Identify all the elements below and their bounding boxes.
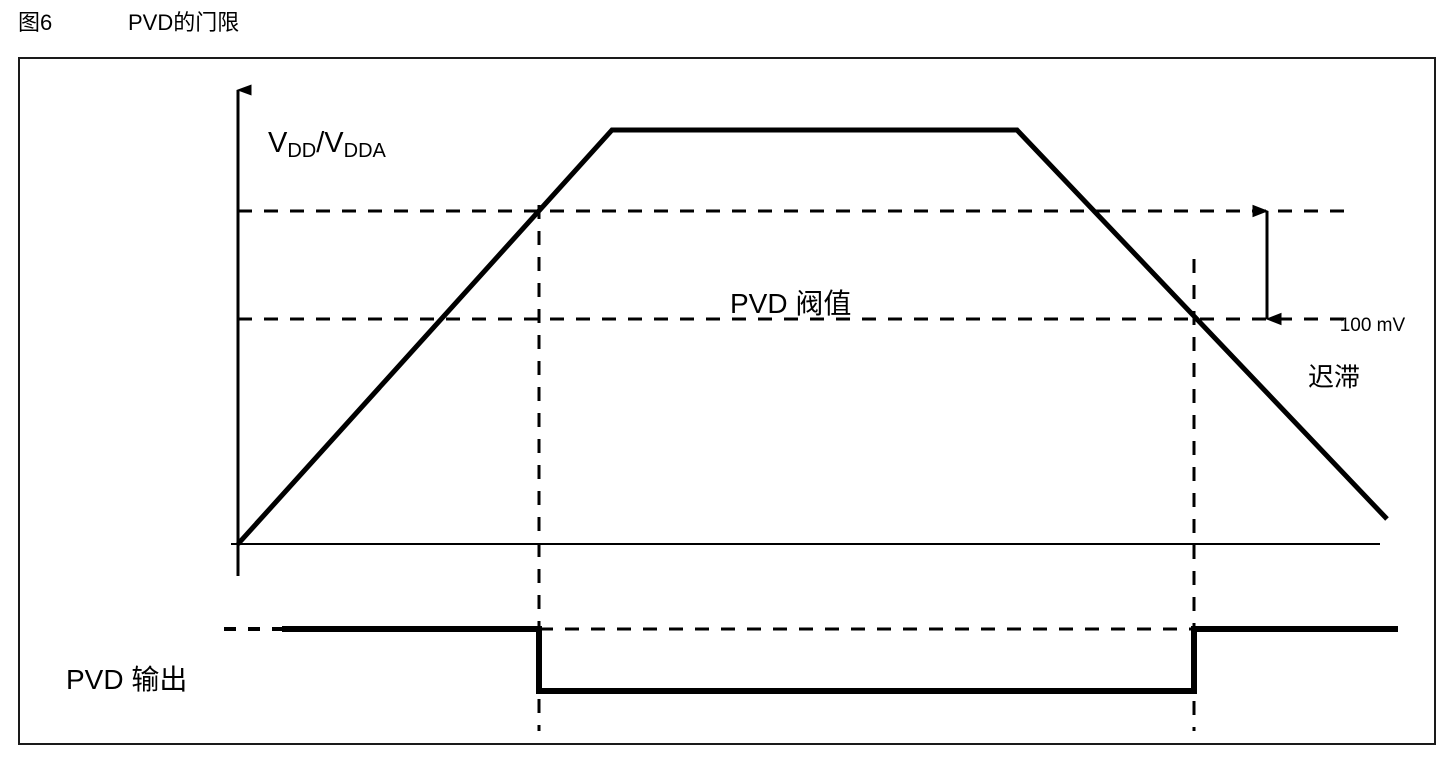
hysteresis-value: 100 mV xyxy=(1339,315,1406,336)
pvd-threshold-chart xyxy=(224,84,1398,731)
figure-frame: VDD/VDDA PVD 阀值 100 mV 迟滞 PVD 输出 xyxy=(18,57,1436,745)
y-axis-label-sub2: DDA xyxy=(343,140,386,162)
pvd-output-label: PVD 输出 xyxy=(66,664,188,695)
pvd-threshold-label: PVD 阀值 xyxy=(730,288,852,319)
hysteresis-word: 迟滞 xyxy=(1308,362,1361,392)
y-axis-label-v1: V xyxy=(268,127,288,159)
y-axis-label: VDD/VDDA xyxy=(268,127,386,162)
hysteresis-annotation: 100 mV 迟滞 xyxy=(1308,291,1405,438)
figure-title: PVD的门限 xyxy=(128,10,240,35)
figure-caption: 图6 PVD的门限 xyxy=(18,6,618,40)
supply-voltage-waveform xyxy=(236,127,1389,546)
y-axis-label-separator: /V xyxy=(316,127,344,159)
y-axis-label-sub1: DD xyxy=(287,140,317,162)
pvd-output-waveform xyxy=(282,626,1398,694)
figure-number: 图6 xyxy=(18,10,53,35)
